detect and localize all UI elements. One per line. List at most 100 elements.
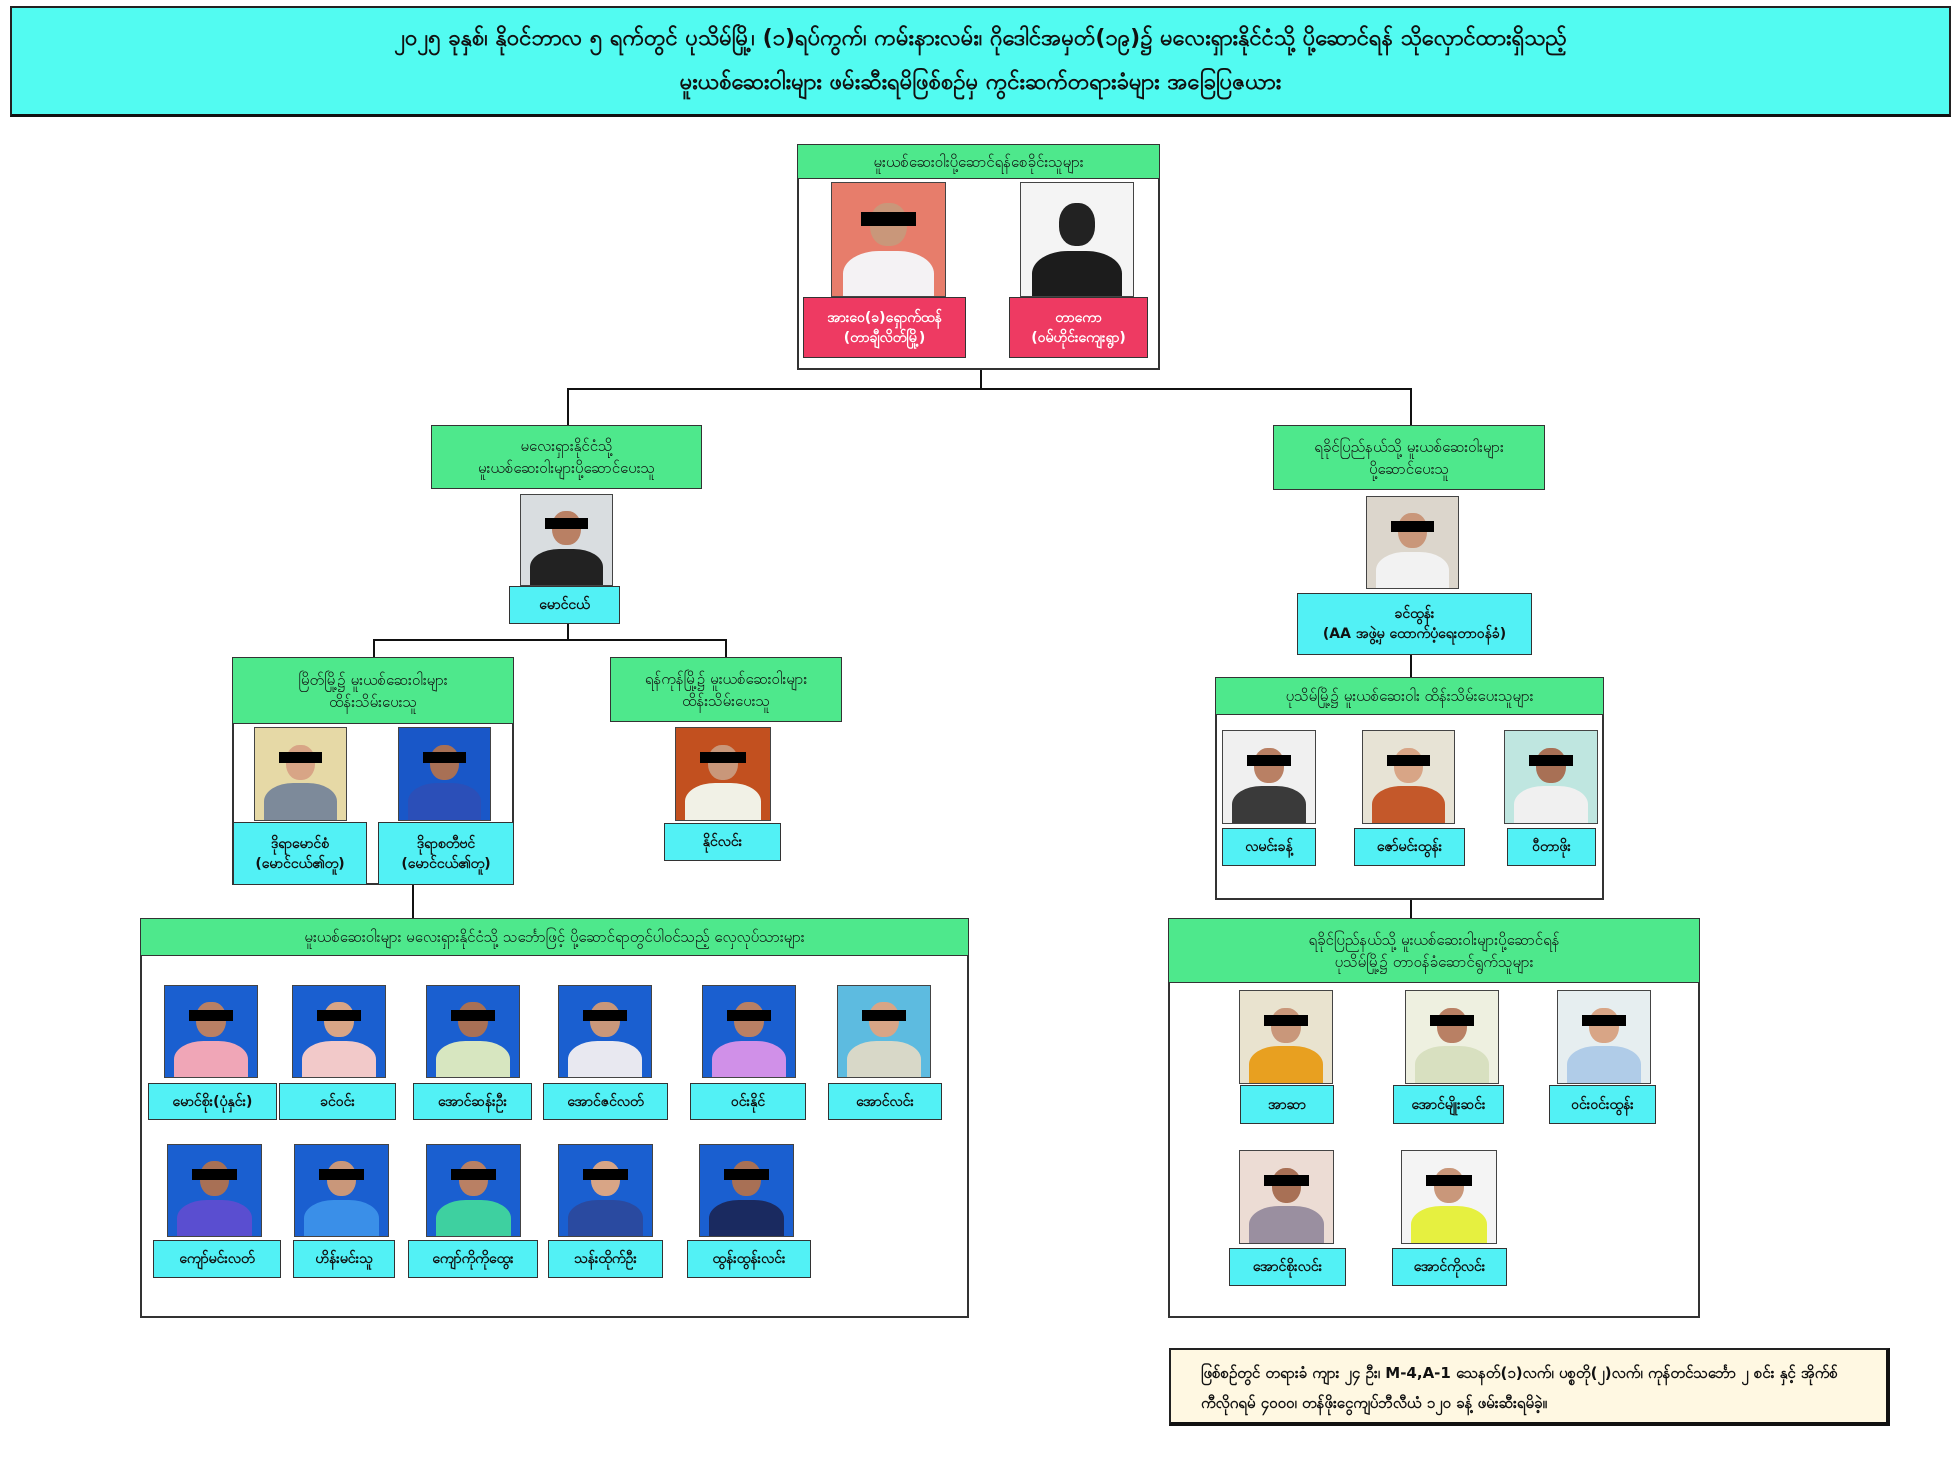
body-shape [1567,1046,1641,1083]
body-shape [1411,1206,1487,1243]
person-name-line-1: မောင်ငယ် [539,597,590,613]
person-name-line-1: သန်းထိုက်ဦး [574,1251,637,1267]
person-photo [1405,990,1499,1084]
person-name-label: အောင်ဇင်လတ် [543,1083,668,1120]
person-name-label: အောင်မျိုးဆင်း [1393,1085,1504,1124]
group-header-line-1: ရန်ကုန်မြို့၌ မူးယစ်ဆေးဝါးများ [644,669,808,688]
person-photo [1239,1150,1334,1244]
connector-line [1410,900,1412,918]
group-header-line-2: ပုသိမ်မြို့၌ တာဝန်ခံဆောင်ရွက်သူများ [1334,952,1534,971]
face-redaction-bar [861,212,916,226]
body-shape [177,1199,252,1236]
face-redaction-bar [1528,754,1574,766]
person-name-line-1: အောင်ဆန်းဦး [437,1093,508,1110]
person-photo [426,985,520,1078]
person-name-line-2: (တာချီလိတ်မြို့) [843,329,926,346]
body-shape [1249,1046,1323,1083]
person-name-line-1: ထွန်းထွန်းလင်း [712,1251,786,1267]
body-shape [1372,786,1445,823]
person-photo [1239,990,1333,1084]
title-line-1: ၂၀၂၅ ခုနှစ်၊ နိုဝင်ဘာလ ၅ ရက်တွင် ပုသိမ်မ… [394,26,1567,51]
face-redaction-bar [1429,1014,1475,1026]
body-shape [1415,1046,1489,1083]
person-name-line-1: လမင်းခန့် [1245,839,1293,855]
group-header-myeik-keeper: မြိတ်မြို့၌ မူးယစ်ဆေးဝါးများထိန်းသိမ်းပေ… [232,657,514,724]
person-name-label: မောင်ငယ် [509,586,620,624]
person-name-line-1: ဝင်းနိုင် [730,1093,766,1110]
body-shape [1376,551,1449,588]
person-photo [558,1144,653,1237]
person-name-line-1: ဝင်းဝင်းထွန်း [1571,1096,1634,1113]
head-shape [1059,203,1095,247]
person-name-label: ဒိုရာမောင်စံ(မောင်ငယ်၏တူ) [233,822,367,885]
face-redaction-bar [861,1009,907,1021]
person-name-label: ခင်ထွန်း(AA အဖွဲ့မှ ထောက်ပံ့ရေးတာဝန်ခံ) [1297,593,1532,655]
person-name-label: အောင်ဆန်းဦး [413,1083,532,1120]
group-header-line-1: ရခိုင်ပြည်နယ်သို့ မူးယစ်ဆေးဝါးများ [1314,437,1504,456]
body-shape [436,1199,511,1236]
person-name-line-1: အောင်မျိုးဆင်း [1411,1096,1486,1113]
person-photo [702,985,796,1078]
person-photo [675,727,771,821]
person-name-line-1: ဒိုရာမောင်စံ [270,835,330,852]
body-shape [1232,786,1306,823]
connector-line [373,639,375,657]
group-header-boat-workers: မူးယစ်ဆေးဝါးများ မလေးရှားနိုင်ငံသို့ သင်… [140,918,969,956]
person-photo [254,727,347,821]
person-photo [1557,990,1651,1084]
face-redaction-bar [1386,754,1431,766]
body-shape [1032,250,1122,296]
person-name-line-1: အောင်စိုးလင်း [1252,1259,1323,1275]
person-name-line-1: အာဆာ [1268,1096,1306,1113]
person-name-line-1: ဒိုရာစတီဗင် [416,835,476,852]
body-shape [847,1040,921,1077]
person-name-line-1: ကျော်ကိုကိုထွေး [432,1251,514,1267]
group-header-line-1: မလေးရှားနိုင်ငံသို့ [520,437,613,455]
person-name-label: ခင်ဝင်း [279,1083,396,1120]
group-header-instigators: မူးယစ်ဆေးဝါးပို့ဆောင်ရန်စေခိုင်းသူများ [797,144,1160,179]
summary-note-text: ဖြစ်စဉ်တွင် တရားခံ ကျား ၂၄ ဦး၊ M-4,A-1 သ… [1201,1364,1838,1412]
person-name-label: ဒိုရာစတီဗင်(မောင်ငယ်၏တူ) [378,822,514,885]
person-name-label: အာဆာ [1240,1085,1334,1124]
person-name-label: ထွန်းထွန်းလင်း [687,1240,811,1278]
person-photo [426,1144,521,1237]
group-header-rakhine-sender: ရခိုင်ပြည်နယ်သို့ မူးယစ်ဆေးဝါးများပို့ဆေ… [1273,425,1545,490]
face-redaction-bar [724,1168,769,1180]
title-line-2: မူးယစ်ဆေးဝါးများ ဖမ်းဆီးရမိဖြစ်စဉ်မှ ကွင… [679,70,1282,95]
group-header-pathein-keepers: ပုသိမ်မြို့၌ မူးယစ်ဆေးဝါး ထိန်းသိမ်းပေးသ… [1215,677,1604,715]
person-name-label: ဝီတာဖိုး [1507,828,1596,866]
person-name-line-1: အောင်ဇင်လတ် [567,1093,644,1110]
group-header-line-1: မူးယစ်ဆေးဝါးများ မလေးရှားနိုင်ငံသို့ သင်… [304,928,805,946]
person-name-line-1: အောင်ကိုလင်း [1413,1259,1486,1275]
person-name-line-1: မောင်စိုး(ပုံနှင်း) [172,1093,253,1110]
face-redaction-bar [1426,1174,1472,1186]
person-photo [292,985,386,1078]
person-name-label: သန်းထိုက်ဦး [548,1240,663,1278]
group-header-line-1: ပုသိမ်မြို့၌ မူးယစ်ဆေးဝါး ထိန်းသိမ်းပေးသ… [1285,687,1534,705]
person-photo [1366,496,1459,589]
person-photo [164,985,258,1078]
connector-line [725,639,727,657]
connector-line [980,370,982,388]
group-header-yangon-keeper: ရန်ကုန်မြို့၌ မူးယစ်ဆေးဝါးများထိန်းသိမ်း… [610,657,842,722]
group-header-line-2: မူးယစ်ဆေးဝါးများပို့ဆောင်ပေးသူ [477,459,656,477]
person-name-line-1: ဟိန်းမင်းသူ [315,1251,373,1267]
body-shape [302,1040,376,1077]
person-photo [167,1144,262,1237]
person-name-label: ဝင်းဝင်းထွန်း [1549,1085,1656,1124]
group-header-line-1: မြိတ်မြို့၌ မူးယစ်ဆေးဝါးများ [298,670,448,689]
body-shape [264,783,337,820]
face-redaction-bar [1246,754,1292,766]
person-name-line-1: အောင်လင်း [856,1093,914,1110]
person-photo [1504,730,1598,824]
body-shape [530,549,603,585]
group-header-line-2: ထိန်းသိမ်းပေးသူ [329,692,417,711]
body-shape [436,1040,510,1077]
person-name-label: အောင်ကိုလင်း [1392,1248,1507,1286]
body-shape [709,1199,784,1236]
person-photo [1222,730,1316,824]
person-name-line-1: တာကော [1055,309,1102,326]
person-name-line-2: (ဝမ်ဟိုင်းကျေးရွာ) [1031,329,1126,346]
person-name-label: အောင်လင်း [828,1083,942,1120]
person-name-label: လမင်းခန့် [1222,828,1316,866]
